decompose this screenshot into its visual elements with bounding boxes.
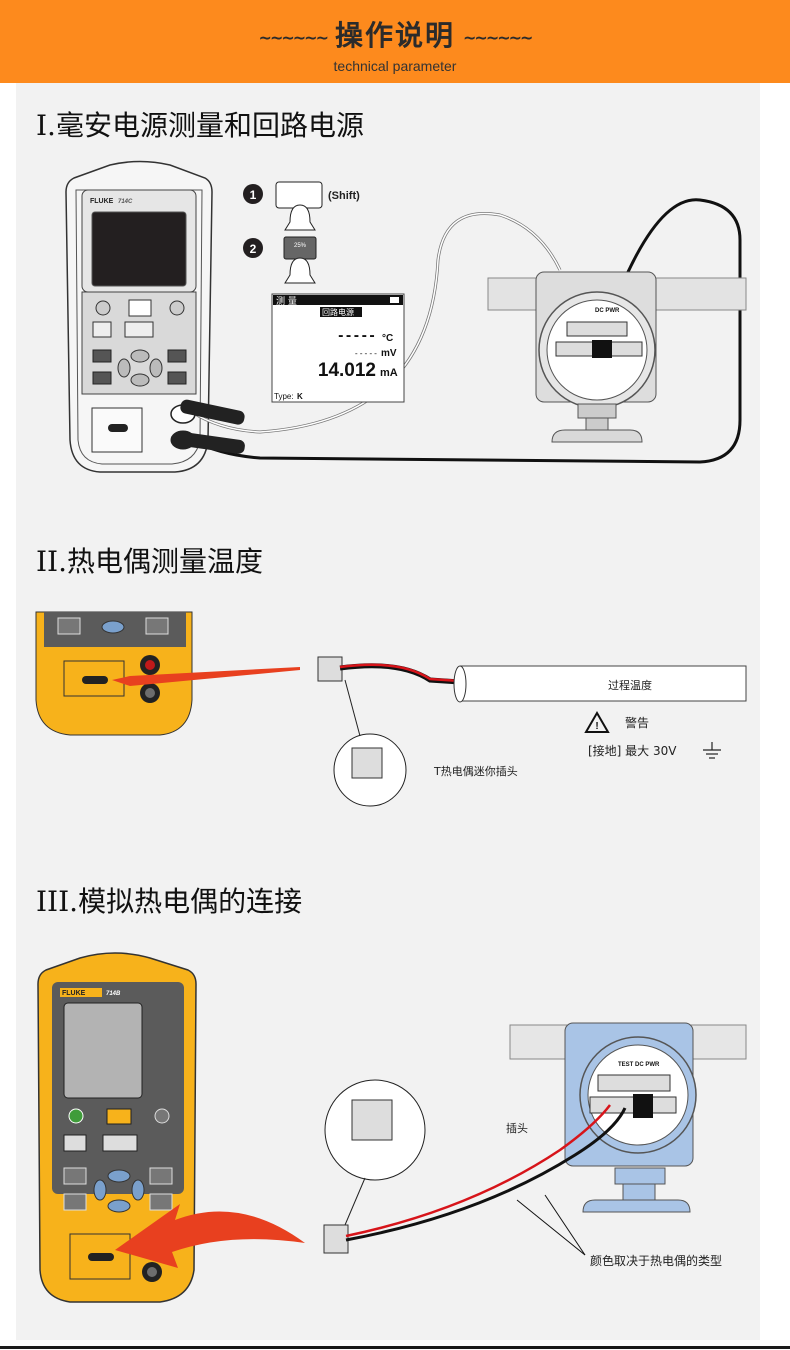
- tc-wire-red: [339, 663, 461, 683]
- step-1-badge: [243, 184, 263, 204]
- warning-title: 警告: [625, 715, 649, 730]
- lcd-ma-value: 14.012: [318, 360, 376, 381]
- sim-wire-red: [345, 1104, 611, 1238]
- red-arrow-insert-2: [115, 1204, 305, 1268]
- probe-white: [180, 399, 245, 425]
- device-brand-714c: FLUKE: [90, 198, 114, 205]
- black-test-lead: [191, 198, 742, 464]
- lcd-type-value: K: [297, 392, 303, 401]
- transmitter-label-1: DC PWR: [595, 308, 620, 314]
- device-brand-714b: FLUKE: [62, 990, 86, 997]
- lcd-mv-unit: mV: [381, 348, 397, 359]
- device-model-714c: 714C: [118, 199, 133, 205]
- header-subtitle: technical parameter: [333, 58, 457, 74]
- note-pointer-2: [544, 1194, 586, 1256]
- warning-text: [接地] 最大 30V: [588, 743, 677, 758]
- red-arrow-insert: [112, 667, 300, 686]
- transmitter-gray: [487, 271, 747, 443]
- sim-wire-black: [345, 1107, 627, 1242]
- transmitter-blue: [509, 1022, 747, 1213]
- wire-color-note: 颜色取决于热电偶的类型: [590, 1253, 722, 1268]
- device-model-714b: 714B: [106, 991, 121, 997]
- step-1-note: (Shift): [328, 190, 360, 202]
- page-header: ~~~~~~操作说明~~~~~~ technical parameter: [0, 0, 790, 83]
- finger-press-icon-2: [284, 257, 316, 284]
- tc-miniplug: [317, 656, 343, 682]
- lcd-submode: 回路电源: [322, 307, 354, 317]
- wave-ornament-left: ~~~~~~: [258, 27, 329, 47]
- section-1-title: I.毫安电源测量和回路电源: [36, 109, 364, 142]
- lcd-type-label: Type:: [274, 392, 294, 401]
- step-2-number: 2: [250, 242, 257, 256]
- finger-press-icon: [284, 204, 316, 231]
- lcd-temp-value: -----: [337, 329, 376, 344]
- note-pointer-1: [516, 1199, 586, 1256]
- process-pipe: [460, 665, 747, 702]
- probe-black: [180, 432, 245, 454]
- step-2-key-label: 25%: [294, 243, 307, 249]
- header-title: ~~~~~~操作说明~~~~~~: [0, 14, 790, 54]
- step-1-number: 1: [250, 188, 257, 202]
- fluke-device-partial: [35, 611, 193, 736]
- transmitter-label-2: TEST DC PWR: [618, 1062, 660, 1068]
- lcd-temp-unit: °C: [382, 333, 393, 344]
- shift-key: [275, 181, 323, 209]
- lcd-display: [271, 293, 405, 403]
- tc-miniplug-2: [323, 1224, 349, 1254]
- lcd-ma-unit: mA: [380, 367, 398, 379]
- section-2-title: II.热电偶测量温度: [36, 545, 264, 578]
- lcd-mv-value: -----: [354, 349, 378, 358]
- step-2-badge: [243, 238, 263, 258]
- process-temp-label: 过程温度: [608, 678, 652, 692]
- section-3-title: III.模拟热电偶的连接: [36, 885, 303, 918]
- svg-text:!: !: [595, 721, 598, 732]
- bottom-rule: [0, 1346, 790, 1349]
- fluke-714c-device: [65, 160, 213, 473]
- ground-icon: [703, 742, 721, 759]
- partial-plug-label: 插头: [506, 1121, 528, 1135]
- header-title-text: 操作说明: [334, 19, 455, 52]
- wave-ornament-right: ~~~~~~: [463, 27, 533, 47]
- warning-icon: [584, 711, 610, 733]
- lcd-mode: 测 量: [276, 296, 297, 307]
- miniplug-label: T热电偶迷你插头: [433, 764, 518, 778]
